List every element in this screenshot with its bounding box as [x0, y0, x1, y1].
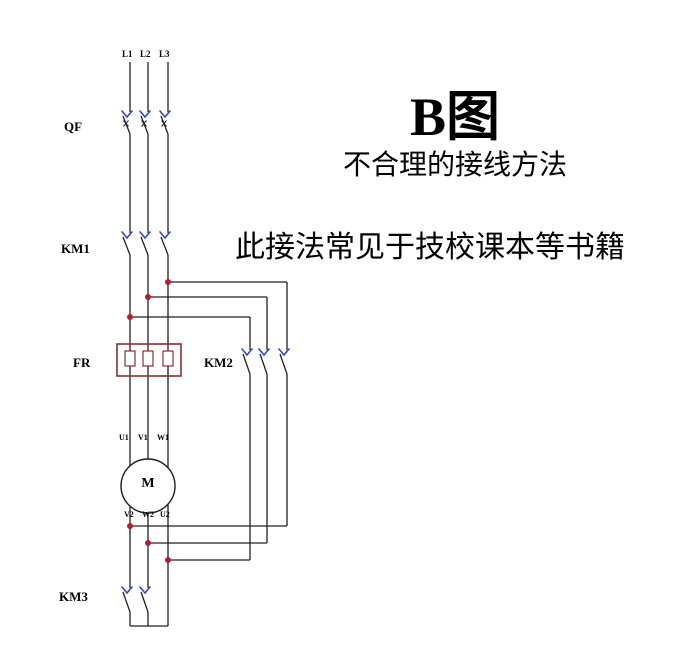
diagram-title: B图 [409, 87, 501, 147]
terminal-label-v2: V2 [124, 510, 134, 519]
phase-label-l3: L3 [159, 49, 170, 59]
diagram-subtitle: 不合理的接线方法 [342, 150, 567, 181]
qf-contact-marks [121, 110, 171, 127]
km2-contact-marks [241, 348, 290, 357]
terminal-label-u2: U2 [160, 510, 170, 519]
terminal-label-w2: W2 [142, 510, 154, 519]
motor-label: M [141, 476, 155, 491]
km3-label: KM3 [59, 589, 88, 604]
qf-label: QF [64, 119, 83, 134]
phase-label-l2: L2 [140, 49, 151, 59]
junction-dots [127, 279, 171, 563]
phase-line-L2 [140, 62, 149, 626]
thermal-relay-fr [116, 343, 182, 377]
motor-symbol [120, 458, 176, 514]
km3-contact-marks [121, 586, 151, 595]
km2-branch-wiring [130, 281, 288, 561]
km2-label: KM2 [204, 355, 233, 370]
fr-label: FR [73, 355, 91, 370]
km1-label: KM1 [61, 241, 90, 256]
terminal-label-v1: V1 [138, 433, 148, 442]
phase-label-l1: L1 [122, 49, 133, 59]
phase-line-L1 [122, 62, 131, 626]
diagram-note: 此接法常见于技校课本等书籍 [235, 231, 625, 264]
terminal-label-w1: W1 [157, 433, 169, 442]
km1-contact-marks [121, 231, 171, 240]
terminal-label-u1: U1 [119, 433, 129, 442]
